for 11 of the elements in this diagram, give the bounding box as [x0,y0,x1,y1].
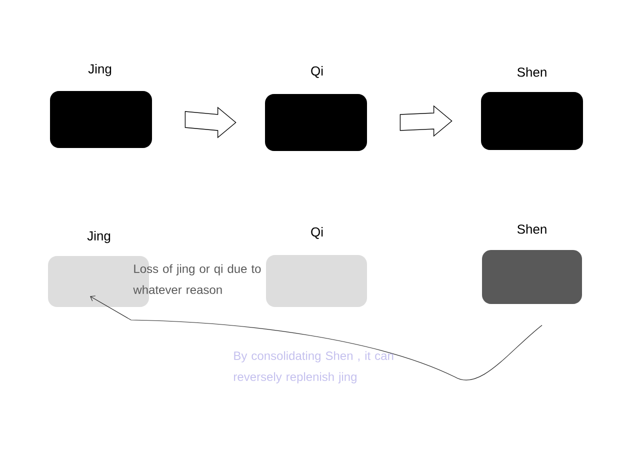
box-heading: Qi [311,66,323,78]
box-heading: Qi [311,227,323,239]
note-text: By consolidating Shen , it can reversely replenish jing [234,351,394,384]
note-text: Loss of jing or qi due to whatever reason [133,264,261,294]
block-arrow [184,106,236,138]
box-heading: Jing [87,230,110,244]
curved-arrow [90,296,542,380]
block-arrow [400,105,452,137]
box-heading: Shen [517,224,546,234]
box-heading: Jing [88,64,112,76]
box-heading: Shen [517,67,546,77]
